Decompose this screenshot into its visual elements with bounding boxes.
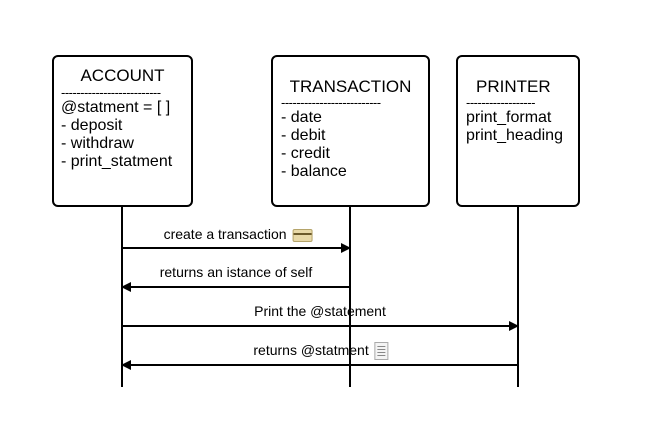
transaction-item: - credit xyxy=(281,145,330,162)
message-label-print: Print the @statement xyxy=(254,303,386,319)
account-title: ACCOUNT xyxy=(80,66,165,85)
message-label-text: create a transaction xyxy=(163,226,287,242)
transaction-item: - date xyxy=(281,109,322,126)
account-item: - print_statment xyxy=(61,153,173,170)
transaction-lifeline xyxy=(349,205,351,387)
account-box: ACCOUNT -------------------------- @stat… xyxy=(52,55,193,207)
transaction-title: TRANSACTION xyxy=(289,77,412,96)
message-label-returns-instance: returns an istance of self xyxy=(160,264,313,280)
receipt-icon xyxy=(374,342,389,361)
transaction-item: - debit xyxy=(281,127,326,144)
message-label-returns-statment: returns @statment xyxy=(253,342,389,361)
transaction-box: TRANSACTION -------------------------- -… xyxy=(271,55,430,207)
message-label-create: create a transaction xyxy=(164,226,313,242)
account-item: - deposit xyxy=(61,117,123,134)
account-lifeline xyxy=(121,205,123,387)
arrowhead-left xyxy=(121,360,131,370)
account-separator: -------------------------- xyxy=(61,87,161,99)
message-label-text: returns @statment xyxy=(253,342,369,358)
account-item: @statment = [ ] xyxy=(61,99,171,116)
credit-card-icon xyxy=(292,228,313,242)
account-item: - withdraw xyxy=(61,135,134,152)
transaction-item: - balance xyxy=(281,163,347,180)
arrowhead-left xyxy=(121,282,131,292)
printer-lifeline xyxy=(517,205,519,387)
printer-title: PRINTER xyxy=(476,77,551,96)
printer-item: print_heading xyxy=(466,127,563,144)
printer-box: PRINTER ------------------ print_format … xyxy=(456,55,580,207)
message-label-text: returns an istance of self xyxy=(159,264,313,280)
arrowhead-right xyxy=(509,321,519,331)
printer-separator: ------------------ xyxy=(466,97,535,109)
message-label-text: Print the @statement xyxy=(254,303,386,319)
transaction-separator: -------------------------- xyxy=(281,97,381,109)
printer-item: print_format xyxy=(466,109,552,126)
arrowhead-right xyxy=(341,243,351,253)
